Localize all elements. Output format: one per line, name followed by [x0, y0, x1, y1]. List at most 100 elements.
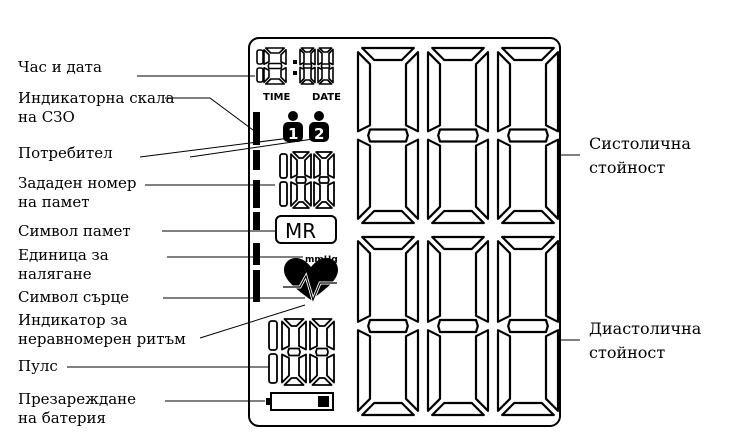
lcd-segment: [361, 235, 415, 251]
lcd-segment: [287, 347, 301, 357]
time-label: TIME: [263, 92, 290, 103]
lcd-segment: [298, 353, 307, 384]
lcd-segment: [501, 209, 555, 225]
lcd-segment: [299, 48, 305, 66]
lcd-segment: [507, 128, 549, 143]
lcd-segment: [256, 67, 264, 83]
lcd-segment: [292, 151, 310, 159]
label-battery-line1: Презареждане: [18, 390, 137, 408]
lcd-segment: [501, 46, 555, 62]
lcd-segment: [309, 353, 318, 384]
lcd-segment: [328, 48, 334, 66]
label-arrhythmia-line1: Индикатор за: [18, 311, 128, 329]
who-scale-segment: [253, 112, 260, 145]
lcd-segment: [302, 63, 313, 69]
user-1-icon: 1: [283, 111, 303, 143]
lcd-segment: [268, 320, 278, 351]
lcd-segment: [290, 181, 298, 207]
leader-who-scale: [165, 97, 254, 131]
lcd-segment: [281, 320, 290, 351]
lcd-segment: [356, 138, 372, 220]
lcd-segment: [328, 66, 334, 84]
lcd-segment: [280, 48, 287, 66]
lcd-segment: [404, 240, 420, 323]
lcd-segment: [356, 240, 372, 323]
lcd-segment: [326, 353, 335, 384]
lcd-segment: [437, 128, 479, 143]
diastolic-digits: [356, 235, 560, 417]
lcd-segment: [268, 353, 278, 384]
lcd-segment: [313, 181, 321, 207]
lcd-segment: [437, 318, 479, 334]
lcd-segment: [356, 329, 372, 412]
lcd-segment: [544, 51, 560, 133]
label-diastolic-line1: Диастолична: [589, 319, 702, 338]
lcd-segment: [544, 329, 560, 412]
label-systolic-line1: Систолична: [589, 134, 691, 153]
lcd-segment: [501, 401, 555, 417]
label-who-scale-line1: Индикаторна скала: [18, 89, 175, 107]
pulse-digits: [268, 318, 335, 386]
user-2-icon: 2: [309, 111, 329, 143]
label-systolic-line2: стойност: [589, 158, 666, 177]
label-memory-symbol: Символ памет: [18, 222, 131, 240]
lcd-segment: [431, 46, 485, 62]
lcd-segment: [404, 138, 420, 220]
lcd-segment: [426, 51, 442, 133]
lcd-segment: [474, 51, 490, 133]
heart-icon: [283, 258, 338, 305]
memory-symbol-box: [275, 215, 337, 244]
label-unit-line1: Единица за: [18, 246, 109, 264]
who-scale-segment: [253, 150, 260, 170]
label-unit-line2: налягане: [18, 265, 92, 283]
leader-user-1: [139, 137, 291, 158]
lcd-segment: [474, 240, 490, 323]
lcd-segment: [501, 235, 555, 251]
lcd-segment: [361, 46, 415, 62]
label-heart-symbol: Символ сърце: [18, 288, 129, 306]
lcd-segment: [263, 48, 270, 66]
time-colon: [293, 60, 297, 75]
lcd-segment: [298, 320, 307, 351]
lcd-segment: [431, 235, 485, 251]
lcd-frame: [248, 37, 561, 427]
date-label: DATE: [312, 92, 341, 103]
lcd-segment: [361, 401, 415, 417]
lcd-segment: [426, 240, 442, 323]
lcd-segment: [496, 138, 512, 220]
user-2-number: 2: [314, 125, 324, 143]
lcd-segment: [315, 151, 333, 159]
lcd-segment: [474, 329, 490, 412]
lcd-segment: [496, 329, 512, 412]
who-scale-segment: [253, 212, 260, 230]
lcd-segment: [280, 66, 287, 84]
lcd-segment: [264, 47, 286, 54]
lcd-segment: [279, 181, 288, 207]
who-indicator-scale: [253, 112, 260, 302]
lcd-segment: [256, 49, 264, 65]
lcd-segment: [320, 63, 331, 69]
lcd-segment: [313, 153, 321, 179]
lcd-segment: [263, 66, 270, 84]
label-user: Потребител: [18, 144, 113, 162]
who-scale-segment: [253, 270, 260, 302]
lcd-segment: [367, 128, 409, 143]
lcd-segment: [367, 318, 409, 334]
lcd-segment: [304, 181, 312, 207]
lcd-segment: [426, 138, 442, 220]
label-pulse: Пулс: [18, 357, 58, 375]
lcd-segment: [356, 51, 372, 133]
lcd-segment: [326, 320, 335, 351]
lcd-segment: [309, 320, 318, 351]
lcd-segment: [300, 47, 315, 53]
lcd-segment: [361, 209, 415, 225]
label-who-scale-line2: на СЗО: [18, 108, 75, 126]
lcd-segment: [311, 377, 333, 386]
memory-number-digits: [279, 151, 335, 209]
label-memory-no-line1: Зададен номер: [18, 174, 137, 192]
lcd-segment: [404, 51, 420, 133]
label-arrhythmia-line2: неравномерен ритъм: [18, 330, 186, 348]
battery-icon: [266, 392, 334, 411]
